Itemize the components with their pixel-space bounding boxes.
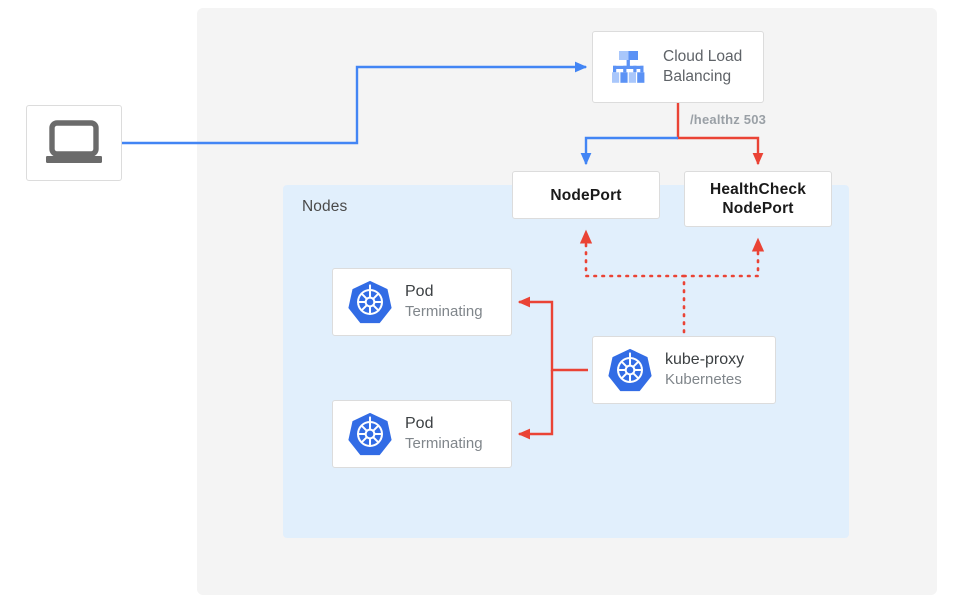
healthcheck-label-line1: HealthCheck — [709, 181, 807, 198]
kubernetes-icon — [348, 412, 392, 456]
cloud-load-balancing-node: Cloud Load Balancing — [592, 31, 764, 103]
pod-node-2: Pod Terminating — [332, 400, 512, 468]
clb-label-line2: Balancing — [663, 68, 732, 85]
clb-label-line1: Cloud Load — [663, 48, 743, 65]
pod-1-labels: Pod Terminating — [405, 282, 483, 322]
edge-client-to-clb — [122, 61, 588, 145]
client-node — [26, 105, 122, 181]
cloud-load-balancing-label: Cloud Load Balancing — [663, 47, 742, 87]
kubernetes-icon — [348, 280, 392, 324]
healthcheck-label-line2: NodePort — [722, 200, 794, 217]
kube-proxy-node: kube-proxy Kubernetes — [592, 336, 776, 404]
edge-clb-to-healthcheck — [676, 103, 764, 166]
edge-clb-to-nodeport — [580, 136, 678, 166]
kube-proxy-sublabel: Kubernetes — [665, 371, 742, 388]
healthz-edge-label: /healthz 503 — [690, 112, 767, 127]
kube-proxy-labels: kube-proxy Kubernetes — [665, 350, 744, 390]
kubernetes-icon — [608, 348, 652, 392]
edge-kubeproxy-to-nodeports — [579, 229, 765, 334]
edge-kubeproxy-to-pods — [517, 296, 588, 440]
pod-1-label: Pod — [405, 283, 434, 300]
healthcheck-nodeport-label: HealthCheck NodePort — [710, 180, 806, 218]
pod-2-labels: Pod Terminating — [405, 414, 483, 454]
pod-2-label: Pod — [405, 415, 434, 432]
nodes-region-label: Nodes — [302, 198, 348, 215]
pod-node-1: Pod Terminating — [332, 268, 512, 336]
laptop-icon — [46, 120, 102, 163]
healthcheck-nodeport-node: HealthCheck NodePort — [684, 171, 832, 227]
cloud-load-balancing-icon — [612, 51, 645, 83]
pod-1-status: Terminating — [405, 303, 483, 320]
nodeport-node: NodePort — [512, 171, 660, 219]
pod-2-status: Terminating — [405, 435, 483, 452]
nodeport-label: NodePort — [550, 186, 622, 204]
kube-proxy-label: kube-proxy — [665, 351, 745, 368]
